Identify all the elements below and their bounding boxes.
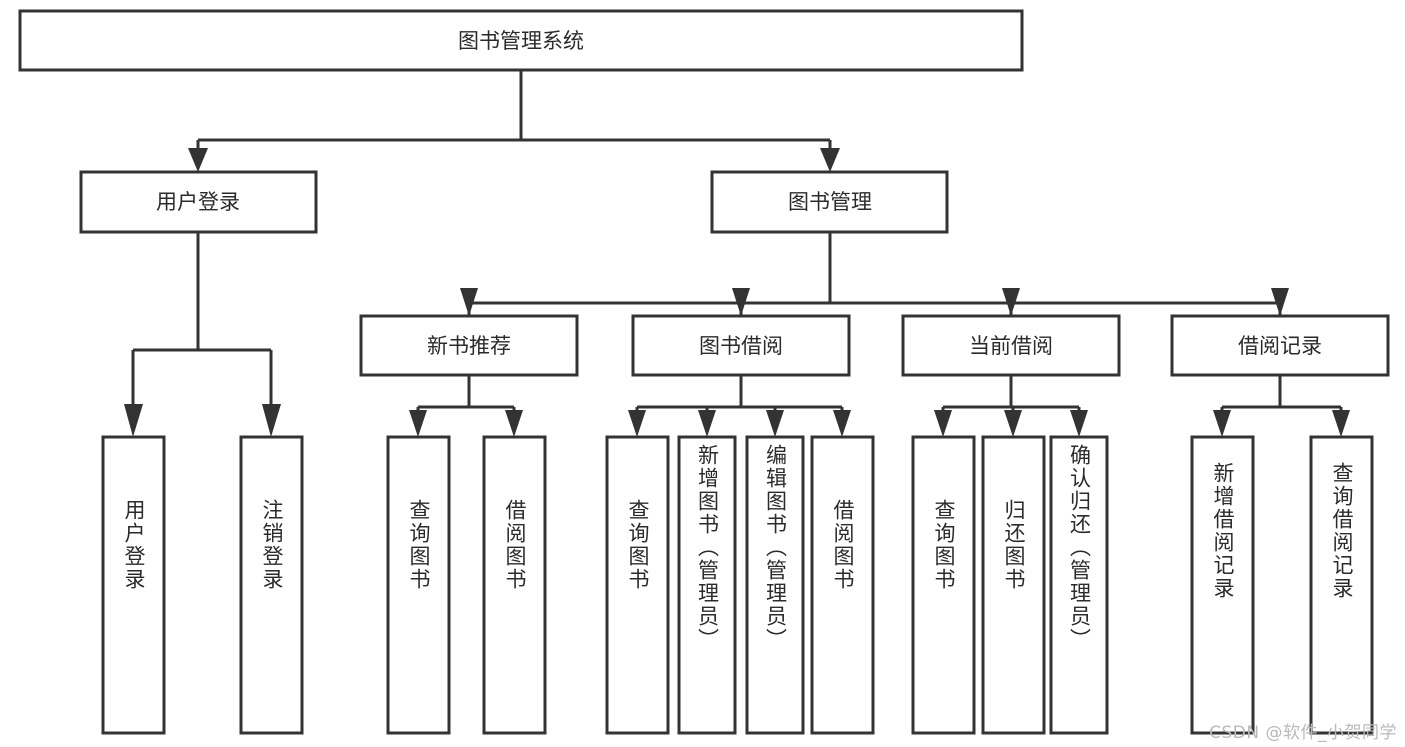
node-leaf-query-record[interactable] xyxy=(1309,435,1374,735)
arrow-leaf-confirm-return xyxy=(1070,410,1088,437)
arrow-borrow-record xyxy=(1271,288,1289,316)
leaf-query-book-2-label: 查询图书 xyxy=(626,499,650,591)
leaf-borrow-book-2-label: 借阅图书 xyxy=(831,499,855,591)
leaf-edit-book-label-wrap: 编辑图书（管理员） xyxy=(747,444,803,734)
arrow-user-login xyxy=(188,148,208,172)
leaf-confirm-return-label-wrap: 确认归还（管理员） xyxy=(1051,444,1107,734)
leaf-query-book-3-label: 查询图书 xyxy=(932,499,956,591)
node-user-login[interactable]: 用户登录 xyxy=(79,170,318,234)
leaf-query-book-2-label-wrap: 查询图书 xyxy=(607,499,668,739)
arrow-current-borrow xyxy=(1002,288,1020,316)
csdn-watermark: CSDN @软件_小贺同学 xyxy=(1209,723,1397,743)
leaf-user-logout-label-wrap: 注销登录 xyxy=(241,499,302,739)
arrow-leaf-user-logout xyxy=(262,404,281,437)
node-leaf-return-book[interactable] xyxy=(981,435,1046,735)
leaf-return-book-label: 归还图书 xyxy=(1002,499,1026,591)
leaf-borrow-book-2-label-wrap: 借阅图书 xyxy=(812,499,873,739)
arrow-leaf-query-book-3 xyxy=(934,410,952,437)
leaf-query-book-3-label-wrap: 查询图书 xyxy=(913,499,974,739)
node-leaf-add-record[interactable] xyxy=(1190,435,1255,735)
node-user-login-label: 用户登录 xyxy=(156,190,240,214)
node-leaf-borrow-book-1[interactable] xyxy=(482,435,547,735)
arrow-leaf-borrow-book-2 xyxy=(833,410,851,437)
node-root[interactable]: 图书管理系统 xyxy=(18,9,1024,72)
node-leaf-user-logout[interactable] xyxy=(239,435,304,735)
node-layer: 图书管理系统 用户登录 图书管理 新书推荐 图书借阅 当前 xyxy=(18,9,1390,735)
node-new-book-rec[interactable]: 新书推荐 xyxy=(359,314,579,377)
node-leaf-user-login[interactable] xyxy=(101,435,166,735)
leaf-user-logout-label: 注销登录 xyxy=(260,499,284,591)
node-book-manage-label: 图书管理 xyxy=(788,190,872,214)
arrow-leaf-add-book xyxy=(698,410,716,437)
arrow-leaf-query-book-2 xyxy=(628,410,646,437)
node-current-borrow[interactable]: 当前借阅 xyxy=(901,314,1121,377)
leaf-query-book-1-label-wrap: 查询图书 xyxy=(388,499,449,739)
node-borrow-record-label: 借阅记录 xyxy=(1238,334,1322,358)
leaf-query-book-1-label: 查询图书 xyxy=(407,499,431,591)
node-leaf-query-book-2[interactable] xyxy=(605,435,670,735)
node-leaf-edit-book[interactable] xyxy=(745,435,805,735)
leaf-edit-book-label: 编辑图书（管理员） xyxy=(763,444,788,651)
arrow-leaf-borrow-book-1 xyxy=(505,410,523,437)
node-current-borrow-label: 当前借阅 xyxy=(969,334,1053,358)
connector-layer xyxy=(124,70,1350,437)
arrow-new-book-rec xyxy=(460,288,478,316)
arrow-book-manage xyxy=(820,148,840,172)
leaf-borrow-book-1-label: 借阅图书 xyxy=(503,499,527,591)
node-borrow-record[interactable]: 借阅记录 xyxy=(1170,314,1390,377)
arrow-leaf-user-login xyxy=(124,404,143,437)
leaf-add-book-label-wrap: 新增图书（管理员） xyxy=(679,444,735,734)
leaf-query-record-label-wrap: 查询借阅记录 xyxy=(1311,462,1372,732)
leaf-query-record-label: 查询借阅记录 xyxy=(1330,462,1354,600)
node-book-borrow[interactable]: 图书借阅 xyxy=(631,314,851,377)
node-book-manage[interactable]: 图书管理 xyxy=(710,170,949,234)
leaf-user-login-label: 用户登录 xyxy=(122,499,146,591)
arrow-book-borrow xyxy=(732,288,750,316)
node-book-borrow-label: 图书借阅 xyxy=(699,334,783,358)
leaf-user-login-label-wrap: 用户登录 xyxy=(103,499,164,739)
leaf-add-record-label-wrap: 新增借阅记录 xyxy=(1192,462,1253,732)
node-leaf-add-book[interactable] xyxy=(677,435,737,735)
arrow-leaf-add-record xyxy=(1213,410,1231,437)
arrow-leaf-edit-book xyxy=(766,410,784,437)
node-root-label: 图书管理系统 xyxy=(458,29,584,53)
arrow-leaf-query-book-1 xyxy=(409,410,427,437)
node-leaf-query-book-1[interactable] xyxy=(386,435,451,735)
leaf-borrow-book-1-label-wrap: 借阅图书 xyxy=(484,499,545,739)
node-leaf-borrow-book-2[interactable] xyxy=(810,435,875,735)
leaf-confirm-return-label: 确认归还（管理员） xyxy=(1067,444,1092,651)
node-leaf-confirm-return[interactable] xyxy=(1049,435,1109,735)
arrow-leaf-return-book xyxy=(1004,410,1022,437)
leaf-return-book-label-wrap: 归还图书 xyxy=(983,499,1044,739)
leaf-add-record-label: 新增借阅记录 xyxy=(1211,462,1235,600)
node-leaf-query-book-3[interactable] xyxy=(911,435,976,735)
node-new-book-rec-label: 新书推荐 xyxy=(427,334,511,358)
arrow-leaf-query-record xyxy=(1332,410,1350,437)
leaf-add-book-label: 新增图书（管理员） xyxy=(695,444,720,651)
